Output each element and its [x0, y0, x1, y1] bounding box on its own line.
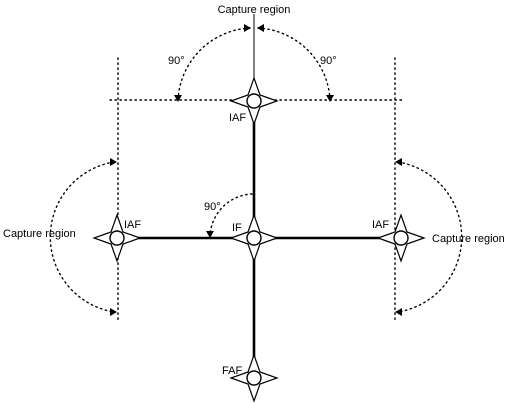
- label-angle-top-left: 90°: [168, 55, 185, 67]
- arrow-left-start-icon: [110, 158, 117, 166]
- fix-circle-icon: [246, 93, 262, 109]
- fix-if-center: [229, 213, 279, 263]
- label-fix-top: IAF: [229, 112, 246, 124]
- label-fix-bottom: FAF: [222, 365, 242, 377]
- arrow-top-left-icon: [174, 95, 182, 102]
- fix-faf-bottom: [229, 353, 279, 403]
- fix-circle-icon: [109, 230, 125, 246]
- fix-iaf-top: [229, 76, 279, 126]
- arrow-right-start-icon: [395, 158, 402, 166]
- arrow-center-angle-icon: [206, 231, 214, 238]
- fix-circle-icon: [246, 230, 262, 246]
- label-fix-center: IF: [232, 222, 242, 234]
- arrow-top-right-origin-icon: [257, 24, 264, 32]
- capture-region-right: [395, 158, 463, 316]
- fix-iaf-left: [92, 213, 142, 263]
- label-capture-left: Capture region: [3, 228, 76, 240]
- fix-iaf-right: [376, 213, 426, 263]
- label-angle-center: 90°: [204, 201, 221, 213]
- capture-arc-right: [397, 161, 463, 313]
- capture-arc-left: [49, 161, 115, 313]
- arrow-top-right-icon: [326, 95, 334, 102]
- capture-arc-top-left: [177, 27, 251, 101]
- arrow-top-left-origin-icon: [244, 24, 251, 32]
- center-angle: [206, 193, 253, 238]
- capture-region-left: [49, 158, 117, 316]
- label-capture-right: Capture region: [432, 233, 505, 245]
- fix-circle-icon: [393, 230, 409, 246]
- label-angle-top-right: 90°: [320, 55, 337, 67]
- capture-arc-top-right: [257, 27, 331, 101]
- arrow-left-end-icon: [110, 308, 117, 316]
- label-capture-top: Capture region: [218, 4, 291, 16]
- arrow-right-end-icon: [395, 308, 402, 316]
- label-fix-right: IAF: [372, 219, 389, 231]
- fix-circle-icon: [246, 370, 262, 386]
- label-fix-left: IAF: [124, 219, 141, 231]
